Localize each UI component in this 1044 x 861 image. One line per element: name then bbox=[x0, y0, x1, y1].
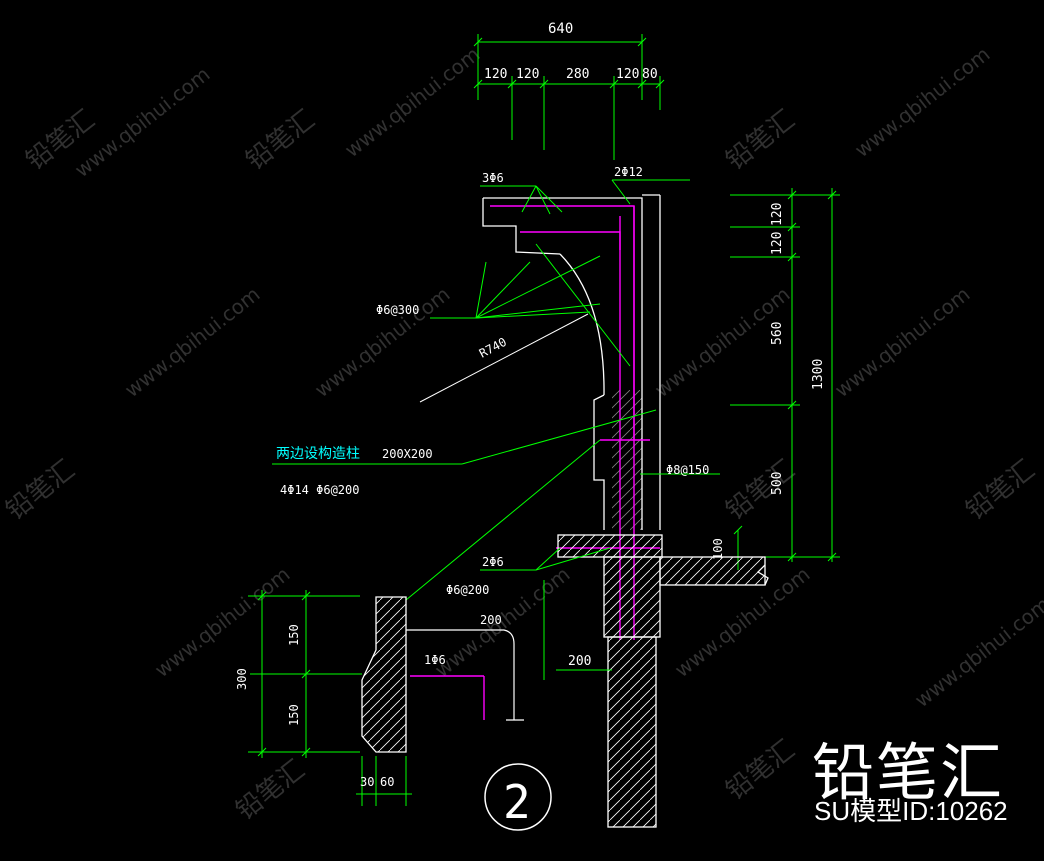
detail-block bbox=[361, 596, 407, 753]
dim-top-3: 280 bbox=[566, 67, 589, 82]
label-note-cn: 两边设构造柱 bbox=[276, 446, 360, 462]
label-bar-top-left: 3Φ6 bbox=[482, 171, 504, 185]
dim-top-5: 80 bbox=[642, 67, 658, 82]
dim-top-2: 120 bbox=[516, 67, 539, 82]
label-column-size: 200X200 bbox=[382, 447, 433, 461]
dim-right-4: 500 bbox=[770, 472, 785, 495]
label-column-bars: 4Φ14 Φ6@200 bbox=[280, 483, 359, 497]
detail-dimensions bbox=[248, 590, 412, 806]
dim-detail-2: 150 bbox=[287, 704, 301, 726]
radius-line bbox=[419, 313, 589, 403]
label-wall-bar: Φ8@150 bbox=[666, 463, 709, 477]
top-dimension-group bbox=[473, 34, 665, 160]
label-wall-width: 200 bbox=[568, 654, 591, 669]
dim-right-3: 560 bbox=[770, 322, 785, 345]
label-bar-top-right: 2Φ12 bbox=[614, 165, 643, 179]
label-radius: R740 bbox=[477, 335, 509, 361]
label-stirrup: Φ6@300 bbox=[376, 303, 419, 317]
dim-detail-bottom-1: 30 bbox=[360, 775, 374, 789]
slab-and-wall bbox=[557, 534, 769, 828]
brand-model-id: SU模型ID:10262 bbox=[814, 796, 1008, 826]
label-slab-stirrup: Φ6@200 bbox=[446, 583, 489, 597]
dim-top-4: 120 bbox=[616, 67, 639, 82]
dim-detail-bottom-2: 60 bbox=[380, 775, 394, 789]
label-detail-bar: 1Φ6 bbox=[424, 653, 446, 667]
dim-detail-1: 150 bbox=[287, 624, 301, 646]
detail-hook bbox=[406, 629, 524, 721]
section-mark-number: 2 bbox=[503, 775, 531, 829]
brand-logo-text: 铅笔汇 bbox=[812, 736, 1005, 809]
dim-top-1: 120 bbox=[484, 67, 507, 82]
dim-detail-total: 300 bbox=[235, 668, 249, 690]
section-mark-circle bbox=[484, 763, 552, 831]
label-slab-bar: 2Φ6 bbox=[482, 555, 504, 569]
label-hook-length: 200 bbox=[480, 613, 502, 627]
leader-lines bbox=[272, 179, 720, 680]
dim-total-top: 640 bbox=[548, 21, 573, 37]
dim-right-1: 120 bbox=[770, 203, 785, 226]
dim-right-total: 1300 bbox=[811, 359, 826, 390]
wall-hatch bbox=[612, 390, 642, 530]
dim-slab: 100 bbox=[711, 538, 725, 560]
dim-right-2: 120 bbox=[770, 232, 785, 255]
